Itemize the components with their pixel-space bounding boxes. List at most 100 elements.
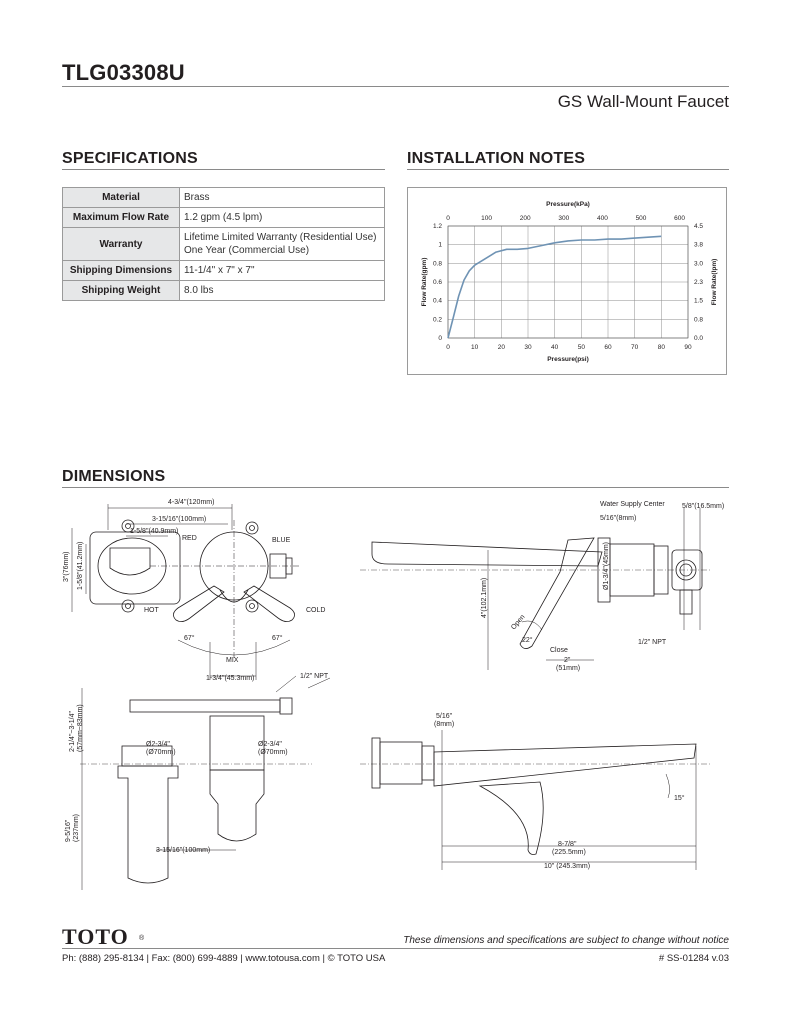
chart-y-tick: 1 [438,242,442,249]
chart-y-tick: 0 [438,335,442,342]
chart-x-tick: 70 [631,344,639,351]
label-npt-top: 1/2" NPT [300,673,329,680]
chart-y-tick: 0.4 [433,298,442,305]
chart-x-tick: 50 [578,344,586,351]
dim-diameter-right: Ø2-3/4" [258,741,282,748]
label-angle-22: 22° [522,636,533,644]
dim-depth: 9-5/16" [65,819,72,842]
chart-y2-tick: 0.8 [694,316,703,323]
chart-y-tick: 0.8 [433,260,442,267]
dim-depth-2-mm: (51mm) [556,665,580,672]
dim-diameter-left: Ø2-3/4" [146,741,170,748]
chart-x-tick: 40 [551,344,559,351]
chart-top-tick: 400 [597,215,608,222]
dim-centers-rough: 3-15/16"(100mm) [156,847,210,854]
chart-x-tick: 80 [658,344,666,351]
chart-y2-tick: 3.8 [694,242,703,249]
spec-value: 11-1/4" x 7" x 7" [179,260,385,281]
dim-reach-spout-mm: (225.5mm) [552,849,586,856]
rough-in-drawing [80,677,331,890]
specifications-title: SPECIFICATIONS [62,150,198,167]
flow-rate-chart: 0 0.2 0.4 0.6 0.8 1 1.2 0.0 0.8 1.5 2.3 3.0 3.8 4.5 0 1… [407,187,727,375]
spec-value: 1.2 gpm (4.5 lpm) [179,207,385,228]
spec-label: Shipping Weight [62,280,180,301]
dim-width-centers: 3-15/16"(100mm) [152,516,206,523]
dim-reach-spout: 8-7/8" [558,841,577,848]
dim-height-range: 2-1/4"~3-1/4" [69,711,76,752]
label-hot: HOT [144,607,160,614]
spec-value: 8.0 lbs [179,280,385,301]
chart-series-line [447,235,662,339]
contact-info: Ph: (888) 295-8134 | Fax: (800) 699-4889… [62,953,386,964]
dim-depth-mm: (237mm) [73,814,80,842]
installation-notes-title: INSTALLATION NOTES [407,150,586,167]
label-npt-side: 1/2" NPT [638,639,667,646]
dim-diameter-side: Ø1-3/4"(45mm) [603,542,610,590]
dim-handle-offset: 1-3/4"(45.3mm) [206,675,254,682]
label-mix: MIX [226,657,239,664]
chart-y2-tick: 0.0 [694,335,703,342]
dim-diameter-right-mm: (Ø70mm) [258,749,288,756]
chart-y-axis-label: Flow Rate(gpm) [421,258,428,307]
dim-height-range-mm: (57mm~83mm) [77,704,84,752]
chart-y2-tick: 2.3 [694,279,703,286]
label-angle-right: 67° [272,634,283,642]
label-blue: BLUE [272,537,291,544]
label-water-supply-center: Water Supply Center [600,501,665,508]
chart-top-tick: 600 [674,215,685,222]
chart-x-tick: 90 [684,344,692,351]
spec-value: Lifetime Limited Warranty (Residential U… [179,227,385,261]
chart-y-tick: 1.2 [433,223,442,230]
chart-y2-tick: 3.0 [694,260,703,267]
document-number: # SS-01284 v.03 [658,953,729,964]
spec-label: Material [62,187,180,208]
dim-width-inner: 1-5/8"(40.9mm) [130,528,178,535]
label-angle-left: 67° [184,634,195,642]
chart-y2-tick: 4.5 [694,223,703,230]
chart-top-tick: 500 [636,215,647,222]
chart-y2-tick: 1.5 [694,298,703,305]
dim-diameter-left-mm: (Ø70mm) [146,749,176,756]
spec-label: Shipping Dimensions [62,260,180,281]
spec-value: Brass [179,187,385,208]
chart-top-axis-label: Pressure(kPa) [546,201,590,208]
dimensions-rule [62,487,729,488]
dimensions-title: DIMENSIONS [62,468,166,485]
label-close: Close [550,647,568,654]
chart-x-tick: 0 [446,344,450,351]
chart-y-tick: 0.6 [433,279,442,286]
side-view-drawing [360,508,710,670]
dim-reach-total: 10" (245.3mm) [544,863,590,870]
chart-x-tick: 10 [471,344,479,351]
dim-offset-bottom-mm: (8mm) [434,721,454,728]
flow-rate-chart-svg: 0 0.2 0.4 0.6 0.8 1 1.2 0.0 0.8 1.5 2.3 3.0 3.8 4.5 0 1… [421,201,718,363]
product-name: GS Wall-Mount Faucet [557,92,729,111]
label-red: RED [182,535,197,542]
dim-height-inner: 1-5/8"(41.2mm) [77,542,84,590]
dim-width-total: 4-3/4"(120mm) [168,499,214,506]
installation-notes-rule [407,169,729,170]
label-angle-15: 15° [674,794,685,802]
chart-x-axis-label: Pressure(psi) [547,356,589,363]
chart-x-tick: 20 [498,344,506,351]
bottom-side-drawing [360,730,710,870]
chart-top-tick: 100 [481,215,492,222]
label-open: Open [510,614,526,632]
dim-height-4: 4"(102.1mm) [481,578,488,618]
chart-y2-axis-label: Flow Rate(lpm) [711,259,718,306]
disclaimer: These dimensions and specifications are … [403,935,729,946]
chart-y-tick: 0.2 [433,316,442,323]
dim-height-total: 3"(76mm) [63,552,70,583]
label-cold: COLD [306,607,325,614]
spec-label: Maximum Flow Rate [62,207,180,228]
chart-plot-frame [447,225,689,339]
chart-x-tick: 30 [524,344,532,351]
chart-top-tick: 200 [520,215,531,222]
product-code: TLG03308U [62,60,185,85]
top-view-drawing [71,504,300,693]
